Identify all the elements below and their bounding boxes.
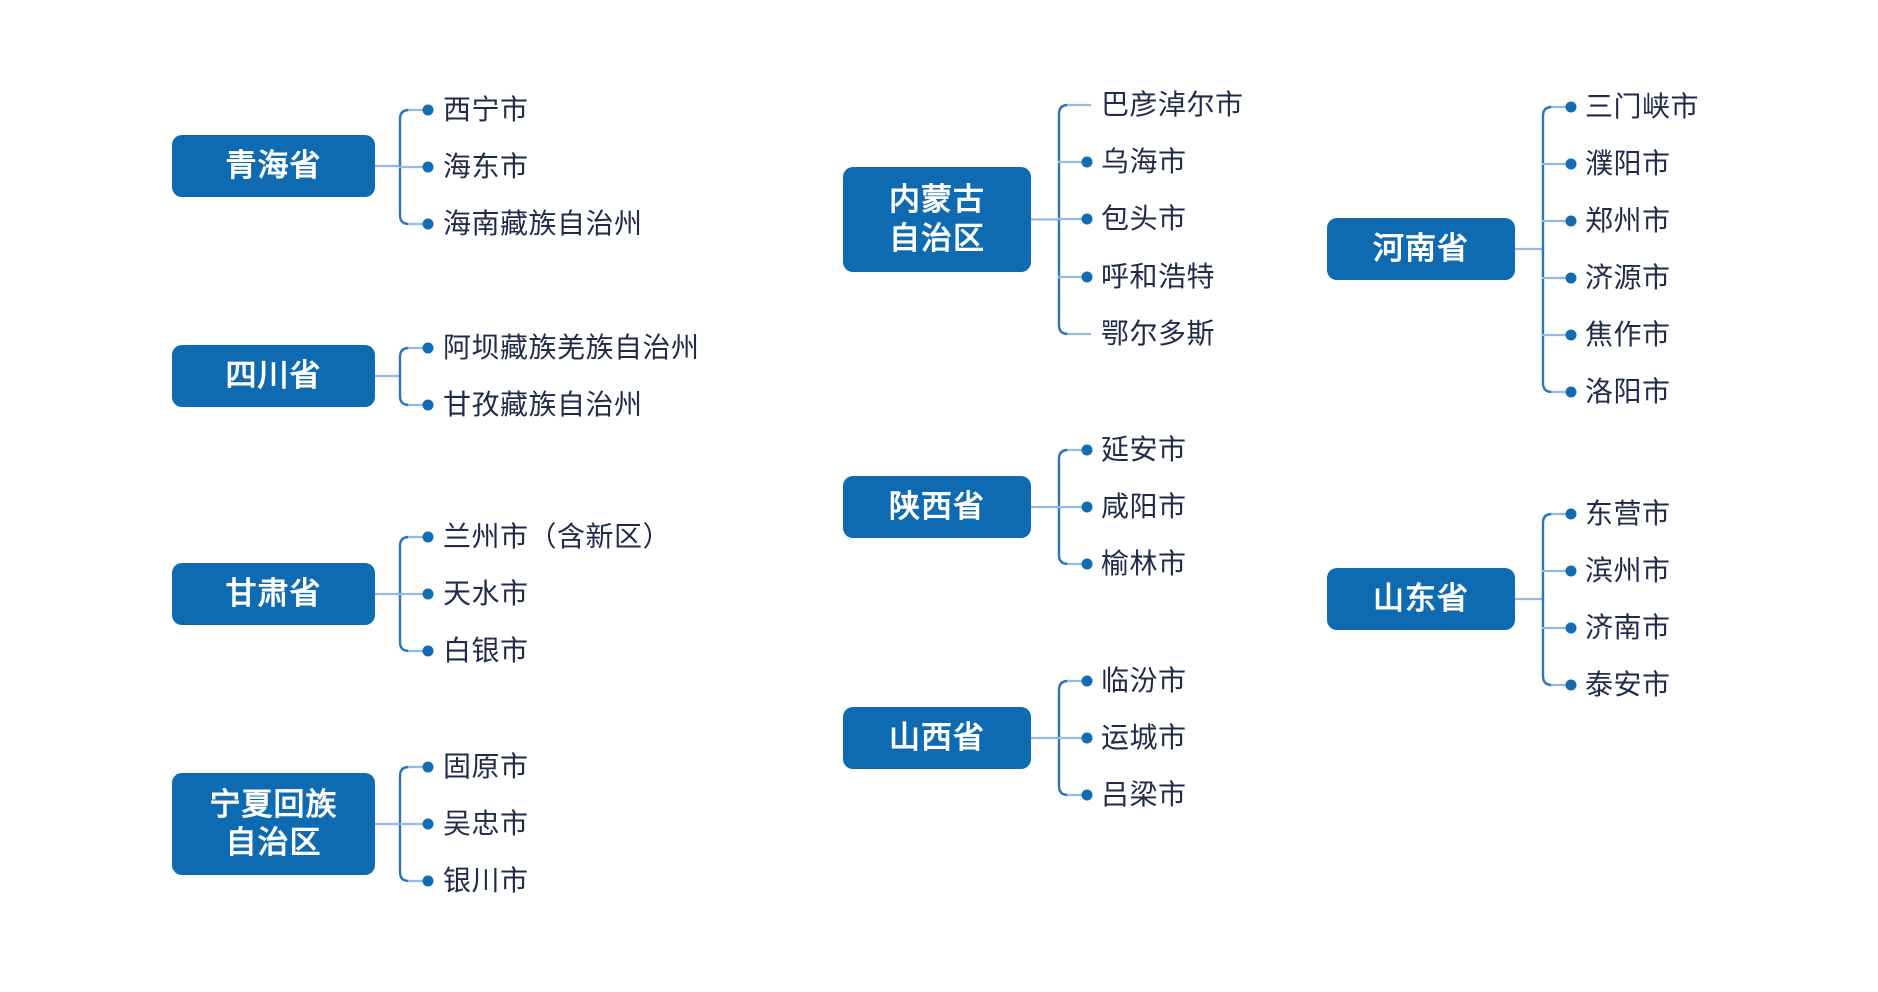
city-label: 甘孜藏族自治州 xyxy=(443,389,643,420)
bullet-dot-icon xyxy=(1081,789,1093,801)
city-label: 白银市 xyxy=(443,635,529,666)
bullet-dot-icon xyxy=(422,342,434,354)
province-label: 甘肃省 xyxy=(225,575,322,611)
city-label: 吕梁市 xyxy=(1101,779,1187,810)
bullet-dot-icon xyxy=(422,531,434,543)
province-label: 四川省 xyxy=(225,357,322,393)
bullet-dot-icon xyxy=(1081,558,1093,570)
bullet-dot-icon xyxy=(1565,679,1577,691)
city-label: 咸阳市 xyxy=(1101,491,1187,522)
province-box-gansu: 甘肃省 xyxy=(172,563,375,625)
province-box-shandong: 山东省 xyxy=(1327,568,1515,630)
city-label: 包头市 xyxy=(1101,203,1187,234)
city-label: 郑州市 xyxy=(1585,205,1671,236)
trunk-line xyxy=(1541,105,1553,394)
bullet-dot-icon xyxy=(1565,158,1577,170)
bullet-dot-icon xyxy=(422,761,434,773)
bullet-dot-icon xyxy=(1565,215,1577,227)
bullet-dot-icon xyxy=(1565,386,1577,398)
bullet-dot-icon xyxy=(1081,675,1093,687)
city-label: 运城市 xyxy=(1101,722,1187,753)
bullet-dot-icon xyxy=(422,104,434,116)
city-label: 延安市 xyxy=(1101,434,1187,465)
province-label: 山西省 xyxy=(889,719,985,755)
province-label: 陕西省 xyxy=(889,488,985,524)
bullet-dot-icon xyxy=(1081,444,1093,456)
city-label: 乌海市 xyxy=(1101,146,1187,177)
bullet-dot-icon xyxy=(422,161,434,173)
province-box-sichuan: 四川省 xyxy=(172,345,375,407)
bullet-dot-icon xyxy=(1081,213,1093,225)
bullet-dot-icon xyxy=(422,588,434,600)
province-box-neimenggu: 内蒙古 自治区 xyxy=(843,167,1031,272)
city-label: 天水市 xyxy=(443,578,529,609)
bullet-dot-icon xyxy=(1081,156,1093,168)
city-label: 焦作市 xyxy=(1585,319,1671,350)
city-label: 海南藏族自治州 xyxy=(443,208,643,239)
bullet-dot-icon xyxy=(1081,501,1093,513)
city-label: 济南市 xyxy=(1585,612,1671,643)
city-label: 西宁市 xyxy=(443,94,529,125)
bullet-dot-icon xyxy=(1081,732,1093,744)
bullet-dot-icon xyxy=(1565,565,1577,577)
city-label: 银川市 xyxy=(443,865,529,896)
province-box-shaanxi: 陕西省 xyxy=(843,476,1031,538)
city-label: 洛阳市 xyxy=(1585,376,1671,407)
city-label: 呼和浩特 xyxy=(1101,261,1216,292)
city-label: 巴彦淖尔市 xyxy=(1101,89,1244,120)
trunk-line xyxy=(398,346,410,407)
province-box-shanxi: 山西省 xyxy=(843,707,1031,769)
bullet-dot-icon xyxy=(1565,508,1577,520)
province-label: 河南省 xyxy=(1373,230,1469,266)
bullet-dot-icon xyxy=(1081,271,1093,283)
city-label: 固原市 xyxy=(443,751,529,782)
bullet-dot-icon xyxy=(422,645,434,657)
city-label: 滨州市 xyxy=(1585,555,1671,586)
city-label: 济源市 xyxy=(1585,262,1671,293)
bullet-dot-icon xyxy=(422,875,434,887)
province-box-henan: 河南省 xyxy=(1327,218,1515,280)
city-label: 临汾市 xyxy=(1101,665,1187,696)
province-label: 内蒙古 自治区 xyxy=(889,182,985,256)
city-label: 三门峡市 xyxy=(1585,91,1700,122)
city-label: 兰州市（含新区） xyxy=(443,521,672,552)
city-label: 东营市 xyxy=(1585,498,1671,529)
bullet-dot-icon xyxy=(1565,101,1577,113)
bullet-dot-icon xyxy=(422,399,434,411)
city-label: 吴忠市 xyxy=(443,808,529,839)
city-label: 榆林市 xyxy=(1101,548,1187,579)
city-label: 海东市 xyxy=(443,151,529,182)
bullet-dot-icon xyxy=(1565,329,1577,341)
bullet-dot-icon xyxy=(1565,272,1577,284)
province-label: 宁夏回族 自治区 xyxy=(209,786,338,860)
city-label: 阿坝藏族羌族自治州 xyxy=(443,332,700,363)
bullet-dot-icon xyxy=(422,818,434,830)
city-label: 濮阳市 xyxy=(1585,148,1671,179)
bullet-dot-icon xyxy=(1565,622,1577,634)
province-label: 山东省 xyxy=(1373,580,1469,616)
bullet-dot-icon xyxy=(422,218,434,230)
province-label: 青海省 xyxy=(225,147,322,183)
city-label: 泰安市 xyxy=(1585,669,1671,700)
province-box-qinghai: 青海省 xyxy=(172,135,375,197)
trunk-line xyxy=(1541,512,1553,687)
city-label: 鄂尔多斯 xyxy=(1101,318,1216,349)
province-box-ningxia: 宁夏回族 自治区 xyxy=(172,773,375,875)
